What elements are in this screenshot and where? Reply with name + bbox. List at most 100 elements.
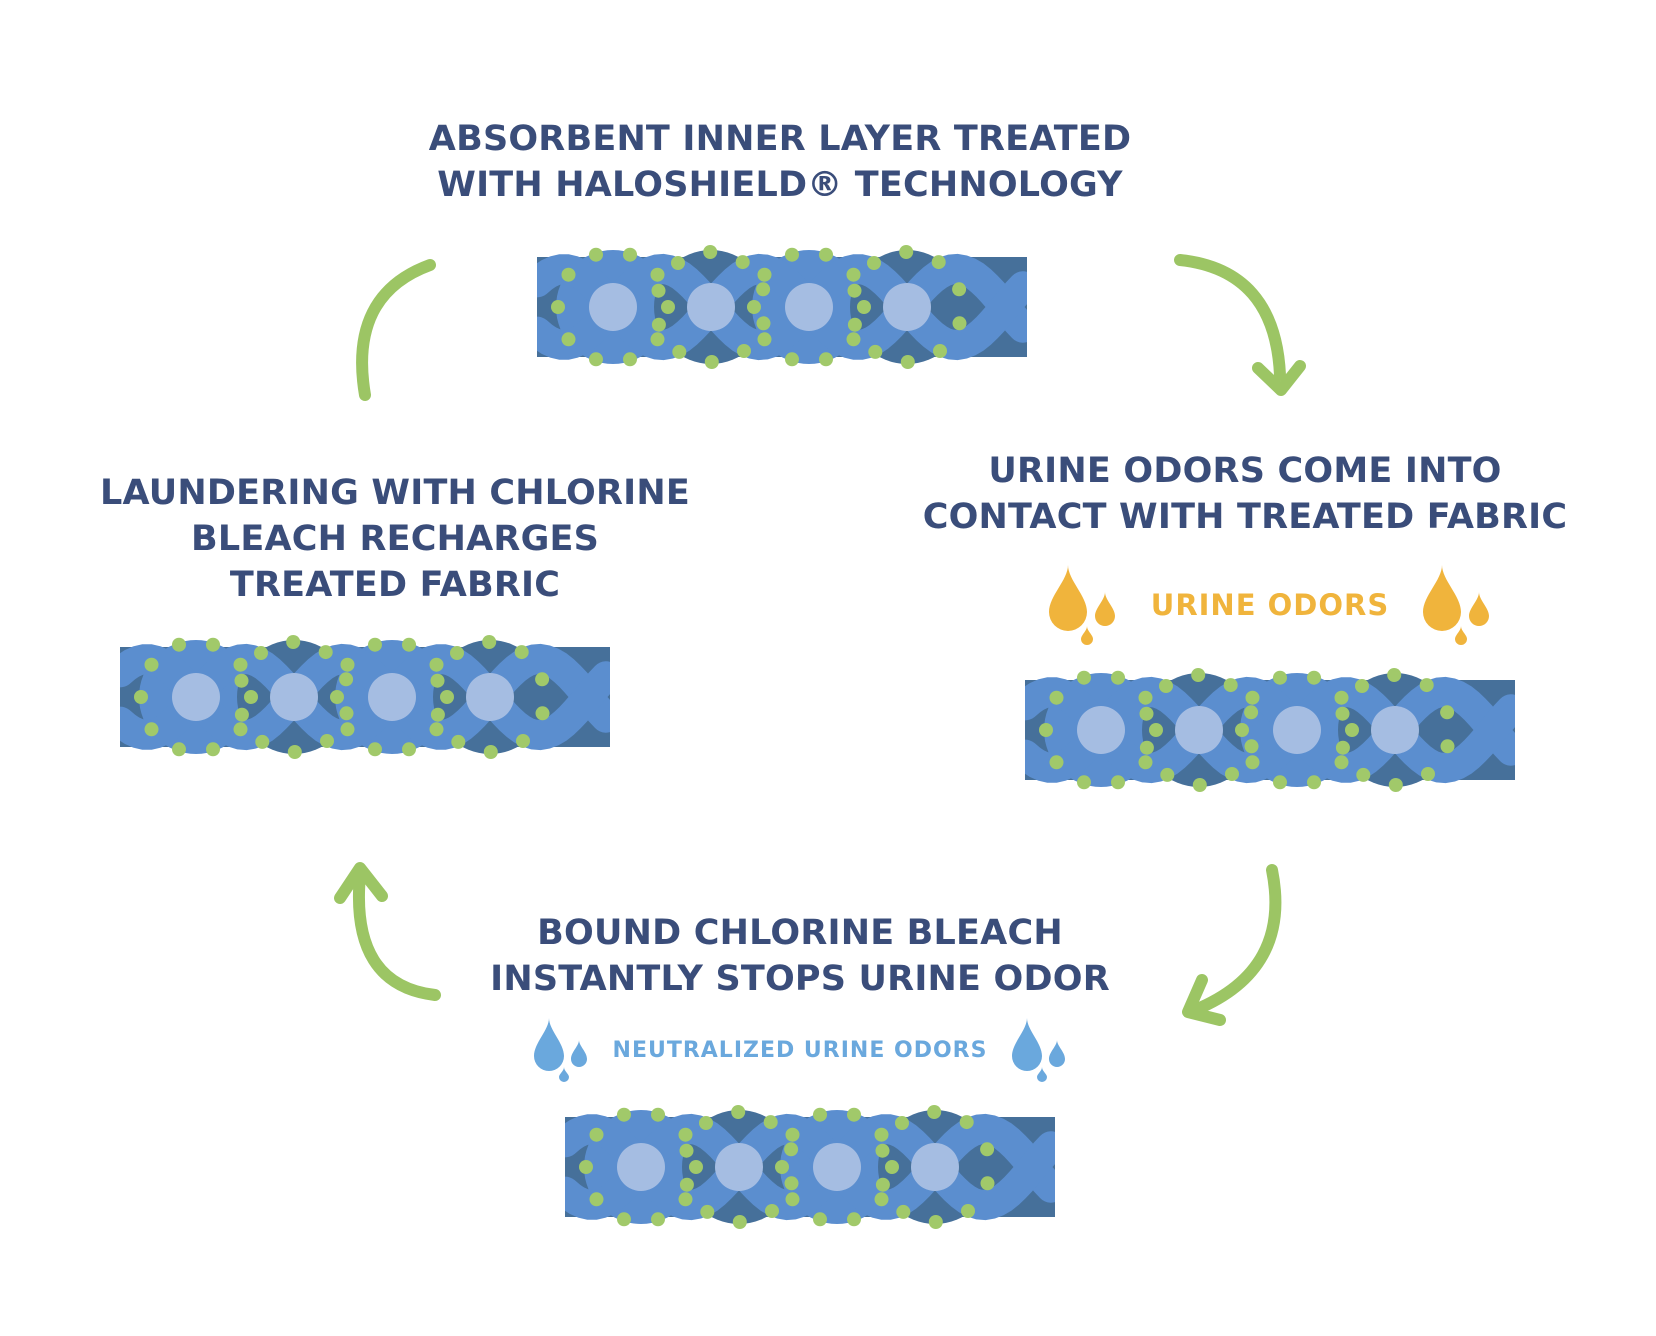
fiber-core: [368, 673, 416, 721]
treatment-dot: [874, 1127, 889, 1142]
treatment-dot: [1111, 670, 1125, 685]
treatment-dot: [661, 300, 675, 314]
treatment-dot: [1160, 767, 1175, 782]
treatment-dot: [933, 344, 947, 358]
treatment-dot: [819, 352, 833, 367]
treatment-dot: [757, 332, 772, 347]
treatment-dot: [244, 690, 258, 704]
treatment-dot: [895, 1116, 909, 1130]
treatment-dot: [651, 1107, 665, 1122]
treatment-dot: [233, 722, 248, 737]
treatment-dot: [535, 672, 550, 687]
fiber-core: [270, 673, 318, 721]
step-title-left-line-2: BLEACH RECHARGES: [190, 519, 600, 559]
fiber-core: [687, 283, 735, 331]
treatment-dot: [678, 1192, 693, 1207]
treatment-dot: [1077, 775, 1091, 790]
fiber-core: [785, 283, 833, 331]
treatment-dot: [952, 316, 967, 331]
fiber-core: [883, 283, 931, 331]
treatment-dot: [847, 1212, 861, 1227]
treatment-dot: [785, 247, 799, 262]
urine-droplets-icon: [1417, 560, 1497, 650]
treatment-dot: [1245, 690, 1260, 705]
curved-arrow-icon: [340, 240, 450, 410]
treatment-dot: [1049, 755, 1064, 770]
treatment-dot: [959, 1115, 974, 1130]
urine-odors-row: URINE ODORS: [1030, 560, 1510, 650]
treatment-dot: [689, 1160, 703, 1174]
treatment-dot: [1334, 755, 1349, 770]
fabric-weave: [565, 1105, 1055, 1229]
treatment-dot: [286, 635, 301, 649]
treatment-dot: [813, 1212, 827, 1227]
treatment-dot: [846, 332, 861, 347]
treatment-dot: [561, 267, 576, 282]
treatment-dot: [1307, 670, 1321, 685]
step-title-bottom-line-1: BOUND CHLORINE BLEACH: [537, 913, 1063, 953]
step-title-top-line-2: WITH HALOSHIELD® TECHNOLOGY: [437, 165, 1123, 205]
treatment-dot: [875, 1177, 890, 1192]
step-title-left-line-3: TREATED FABRIC: [229, 565, 561, 605]
treatment-dot: [1356, 767, 1371, 782]
treatment-dot: [756, 316, 771, 331]
treatment-dot: [1245, 755, 1260, 770]
treatment-dot: [704, 355, 719, 369]
treatment-dot: [737, 344, 751, 358]
treatment-dot: [651, 1212, 665, 1227]
treatment-dot: [763, 1115, 778, 1130]
treatment-dot: [980, 1176, 995, 1191]
neutralized-odors-label: NEUTRALIZED URINE ODORS: [612, 1037, 988, 1063]
treatment-dot: [617, 1212, 631, 1227]
fiber-core: [172, 673, 220, 721]
treatment-dot: [785, 352, 799, 367]
treatment-dot: [482, 635, 497, 649]
treatment-dot: [775, 1160, 789, 1174]
treatment-dot: [1355, 679, 1369, 693]
fiber-core: [589, 283, 637, 331]
fabric-weave: [120, 635, 610, 759]
treatment-dot: [785, 1127, 800, 1142]
treatment-dot: [1335, 740, 1350, 755]
treatment-dot: [784, 1142, 799, 1157]
treatment-dot: [679, 1143, 694, 1158]
treatment-dot: [1049, 690, 1064, 705]
neutralized-odors-row: NEUTRALIZED URINE ODORS: [520, 1010, 1080, 1090]
treatment-dot: [1421, 767, 1435, 781]
treatment-dot: [451, 734, 466, 749]
fabric-bottom: [565, 1105, 1055, 1229]
fiber-core: [1371, 706, 1419, 754]
treatment-dot: [1192, 778, 1207, 792]
treatment-dot: [813, 1107, 827, 1122]
treatment-dot: [679, 1177, 694, 1192]
treatment-dot: [206, 637, 220, 652]
treatment-dot: [589, 247, 603, 262]
treatment-dot: [900, 355, 915, 369]
curved-arrow-icon: [1180, 860, 1300, 1030]
treatment-dot: [1235, 723, 1249, 737]
treatment-dot: [651, 283, 666, 298]
treatment-dot: [980, 1142, 995, 1157]
fabric-right: [1025, 668, 1515, 792]
treatment-dot: [885, 1160, 899, 1174]
treatment-dot: [847, 317, 862, 332]
fiber-core: [1175, 706, 1223, 754]
treatment-dot: [233, 657, 248, 672]
treatment-dot: [589, 352, 603, 367]
fabric-weave: [1025, 668, 1515, 792]
treatment-dot: [961, 1204, 975, 1218]
treatment-dot: [430, 673, 445, 688]
treatment-dot: [450, 646, 464, 660]
curved-arrow-icon: [330, 860, 460, 1010]
treatment-dot: [756, 282, 771, 297]
treatment-dot: [671, 256, 685, 270]
treatment-dot: [785, 1192, 800, 1207]
neutral-droplets-icon: [529, 1014, 593, 1086]
step-title-bottom: BOUND CHLORINE BLEACH INSTANTLY STOPS UR…: [440, 910, 1160, 1002]
treatment-dot: [847, 283, 862, 298]
fabric-left: [120, 635, 610, 759]
treatment-dot: [927, 1105, 942, 1119]
treatment-dot: [1388, 778, 1403, 792]
treatment-dot: [1139, 740, 1154, 755]
fiber-core: [1273, 706, 1321, 754]
